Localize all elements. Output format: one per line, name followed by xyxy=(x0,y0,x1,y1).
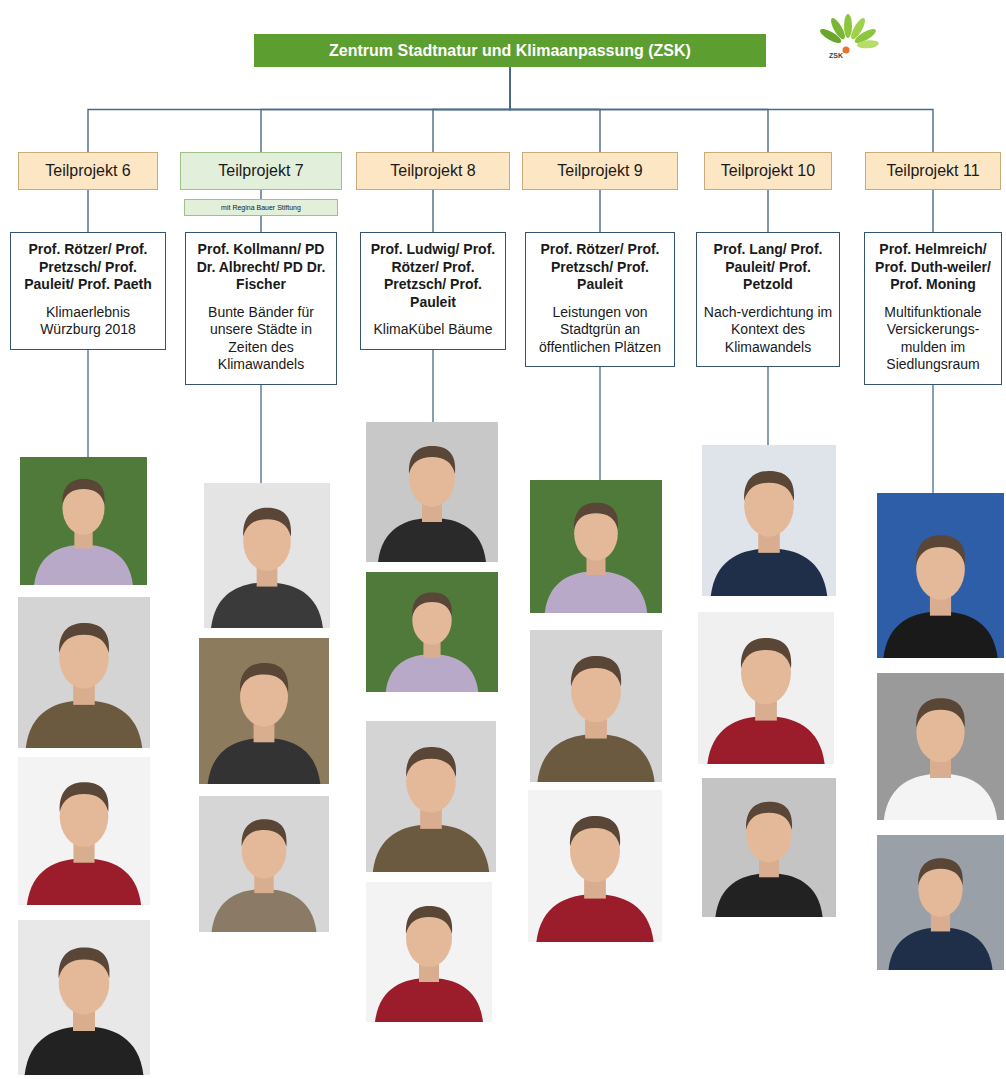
portrait xyxy=(386,593,479,692)
tree-connector xyxy=(510,67,933,152)
tree-connector xyxy=(767,190,768,232)
team-names: Prof. Ludwig/ Prof. Rötzer/ Prof. Pretzs… xyxy=(367,241,499,311)
team-names: Prof. Rötzer/ Prof. Pretzsch/ Prof. Paul… xyxy=(532,241,668,294)
subproject-box: Teilprojekt 8 xyxy=(356,152,510,190)
project-box: Prof. Kollmann/ PD Dr. Albrecht/ PD Dr. … xyxy=(185,232,337,385)
portrait-ground xyxy=(366,422,498,562)
portrait xyxy=(883,535,997,658)
portrait xyxy=(373,747,489,872)
portrait xyxy=(375,906,483,1022)
tree-connector xyxy=(260,216,261,232)
portrait-ground xyxy=(877,673,1004,820)
portrait-ground xyxy=(877,835,1004,970)
portrait-ground xyxy=(366,721,496,872)
tree-connector xyxy=(260,190,261,199)
portrait-ground xyxy=(18,597,150,748)
box-label: Zentrum Stadtnatur und Klimaanpassung (Z… xyxy=(329,42,691,60)
portrait xyxy=(25,947,144,1075)
tree-connector xyxy=(261,67,510,152)
portrait xyxy=(378,446,486,562)
tree-connector xyxy=(433,67,510,152)
portrait-ground xyxy=(18,920,150,1075)
portrait-ground xyxy=(204,483,330,628)
team-names: Prof. Lang/ Prof. Pauleit/ Prof. Petzold xyxy=(703,241,833,294)
portrait-ground xyxy=(528,790,662,942)
subproject-box: Teilprojekt 11 xyxy=(865,152,1001,190)
zsk-logo xyxy=(818,14,879,54)
portrait-ground xyxy=(702,445,836,596)
tree-connector xyxy=(88,67,510,152)
portrait xyxy=(536,816,653,942)
box-label: Teilprojekt 9 xyxy=(557,162,642,180)
portrait xyxy=(884,698,997,820)
box-label: Teilprojekt 11 xyxy=(886,162,979,180)
team-names: Prof. Rötzer/ Prof. Pretzsch/ Prof. Paul… xyxy=(17,241,159,294)
portrait xyxy=(888,858,992,970)
portrait-ground xyxy=(366,572,498,692)
project-box: Prof. Helmreich/ Prof. Duth-weiler/ Prof… xyxy=(864,232,1002,385)
team-names: Prof. Kollmann/ PD Dr. Albrecht/ PD Dr. … xyxy=(192,241,330,294)
subproject-box: Teilprojekt 9 xyxy=(522,152,678,190)
logo-petal xyxy=(857,39,880,49)
project-box: Prof. Rötzer/ Prof. Pretzsch/ Prof. Paul… xyxy=(525,232,675,367)
box-label: Teilprojekt 6 xyxy=(45,162,130,180)
portrait xyxy=(711,471,827,596)
box-label: Teilprojekt 10 xyxy=(721,162,815,180)
portrait-ground xyxy=(199,796,329,932)
logo-dot xyxy=(843,47,850,54)
project-title: Nach-verdichtung im Kontext des Klimawan… xyxy=(703,304,833,357)
box-label: Teilprojekt 7 xyxy=(218,162,303,180)
portrait xyxy=(27,782,141,905)
logo-petal xyxy=(818,27,843,46)
portrait xyxy=(715,802,822,917)
project-title: KlimaKübel Bäume xyxy=(367,321,499,339)
portrait-ground xyxy=(18,757,150,905)
portrait xyxy=(707,638,824,764)
portrait xyxy=(537,656,654,782)
portrait-ground xyxy=(698,612,834,764)
sponsor-box: mit Regina Bauer Stiftung xyxy=(184,199,338,216)
tree-connector xyxy=(87,190,88,232)
portrait xyxy=(545,503,648,613)
center-title-box: Zentrum Stadtnatur und Klimaanpassung (Z… xyxy=(254,34,766,67)
portrait-ground xyxy=(530,630,662,782)
box-label: mit Regina Bauer Stiftung xyxy=(221,204,301,211)
portrait xyxy=(212,819,317,932)
portrait-ground xyxy=(702,778,836,917)
tree-connector xyxy=(932,190,933,232)
subproject-box: Teilprojekt 7 xyxy=(180,152,342,190)
team-names: Prof. Helmreich/ Prof. Duth-weiler/ Prof… xyxy=(871,241,995,294)
portrait xyxy=(34,479,133,585)
box-label: Teilprojekt 8 xyxy=(390,162,475,180)
project-title: Bunte Bänder für unsere Städte in Zeiten… xyxy=(192,304,330,374)
project-box: Prof. Ludwig/ Prof. Rötzer/ Prof. Pretzs… xyxy=(360,232,506,350)
tree-connector xyxy=(599,190,600,232)
project-title: Multifunktionale Versickerungs-mulden im… xyxy=(871,304,995,374)
portrait-ground xyxy=(20,457,147,585)
logo-petal xyxy=(844,14,852,38)
project-title: Klimaerlebnis Würzburg 2018 xyxy=(17,304,159,339)
project-box: Prof. Lang/ Prof. Pauleit/ Prof. Petzold… xyxy=(696,232,840,367)
portrait-ground xyxy=(530,480,662,613)
project-box: Prof. Rötzer/ Prof. Pretzsch/ Prof. Paul… xyxy=(10,232,166,350)
portrait-ground xyxy=(366,882,492,1022)
subproject-box: Teilprojekt 10 xyxy=(704,152,832,190)
tree-connector xyxy=(432,190,433,232)
project-title: Leistungen von Stadtgrün an öffentlichen… xyxy=(532,304,668,357)
portrait xyxy=(208,663,321,784)
portrait xyxy=(26,623,142,748)
portrait xyxy=(211,508,323,628)
portrait-ground xyxy=(877,493,1004,658)
subproject-box: Teilprojekt 6 xyxy=(18,152,158,190)
logo-label: ZSK xyxy=(829,52,843,59)
portrait-ground xyxy=(199,638,329,784)
